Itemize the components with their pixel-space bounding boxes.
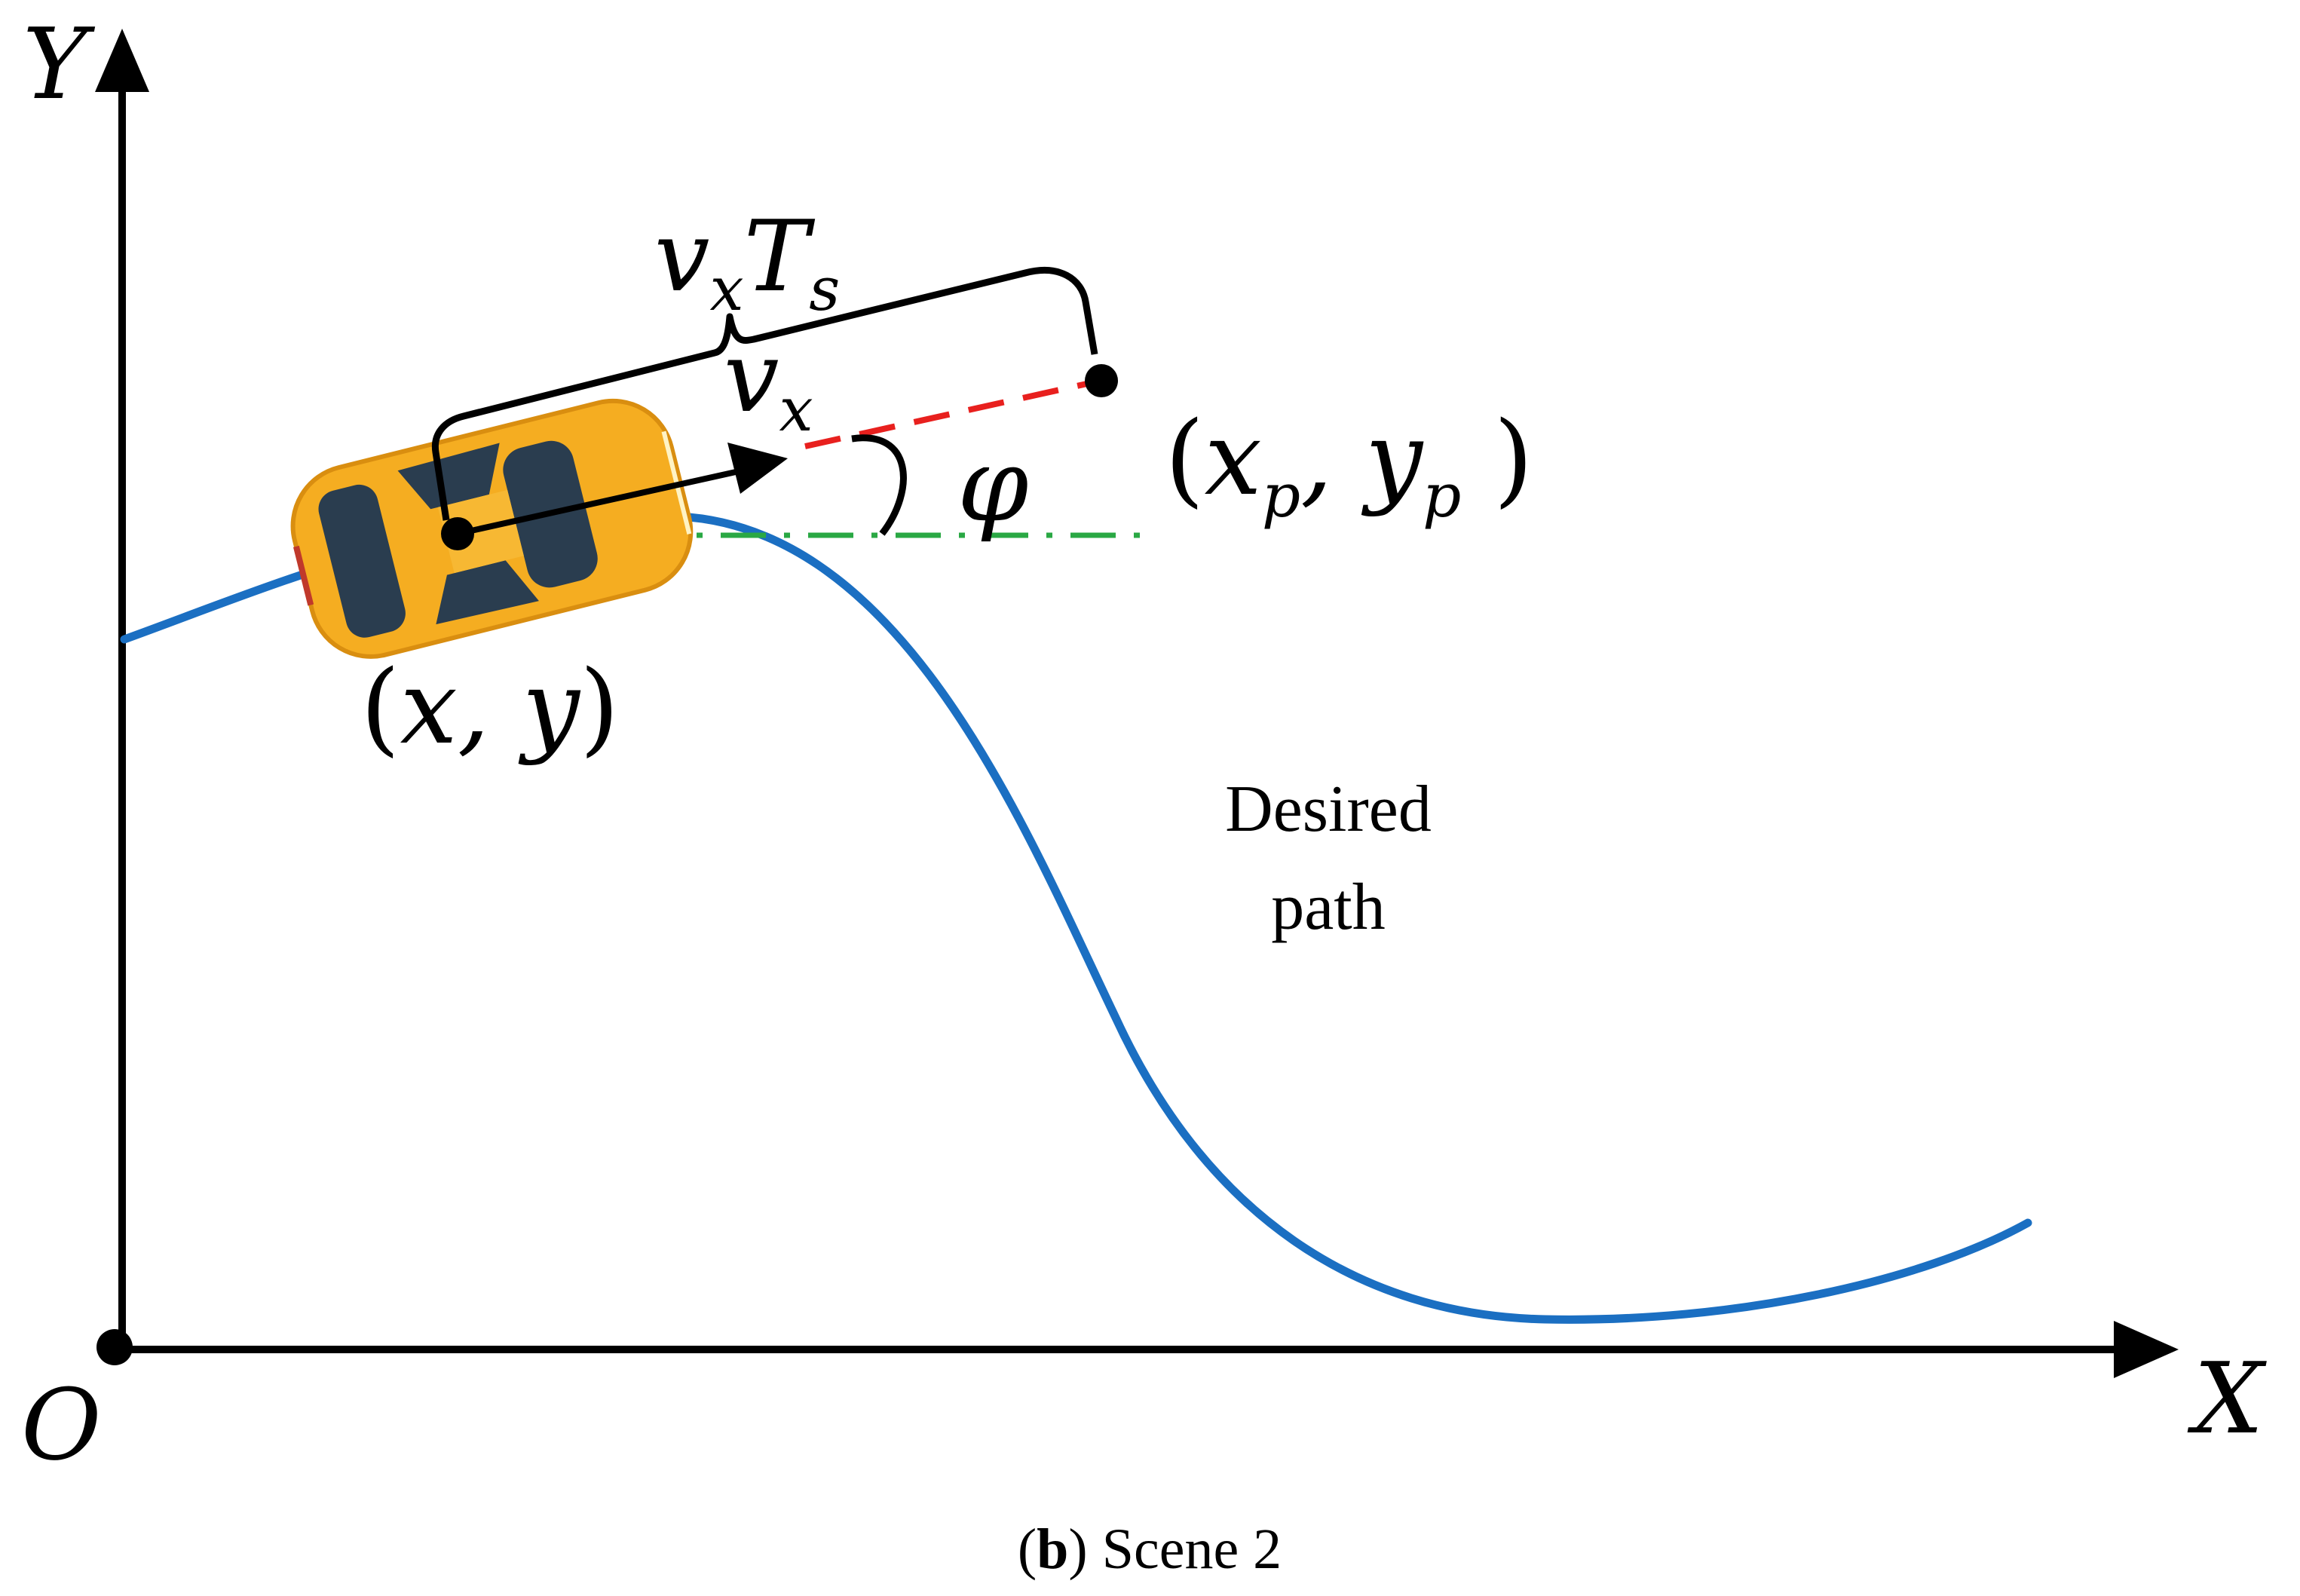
preview-point-dot [1085, 364, 1118, 397]
origin-dot [96, 1329, 133, 1365]
figure-caption: (b) Scene 2 [1018, 1518, 1282, 1581]
y-axis-label: Y [23, 7, 96, 121]
velocity-arrow-shaft [457, 467, 743, 537]
origin-label: O [21, 1368, 102, 1482]
preview-distance-brace [431, 266, 1098, 521]
arrow-icon [727, 443, 788, 494]
preview-distance-label: vxTs [654, 199, 840, 324]
preview-point-label: (xp, yp ) [1165, 400, 1533, 531]
y-axis-arrowhead [95, 29, 149, 92]
path-label-line1: Desired [1225, 773, 1432, 846]
x-axis-label: X [2187, 1341, 2267, 1456]
vehicle-position-dot [441, 517, 474, 550]
preview-line [804, 378, 1101, 449]
heading-angle-arc [851, 434, 907, 536]
x-axis-arrowhead [2114, 1321, 2179, 1378]
heading-angle-label: φ [957, 426, 1029, 544]
velocity-label: vx [724, 320, 813, 445]
vehicle-position-label: (x, y) [360, 648, 620, 767]
path-label-line2: path [1271, 871, 1386, 944]
